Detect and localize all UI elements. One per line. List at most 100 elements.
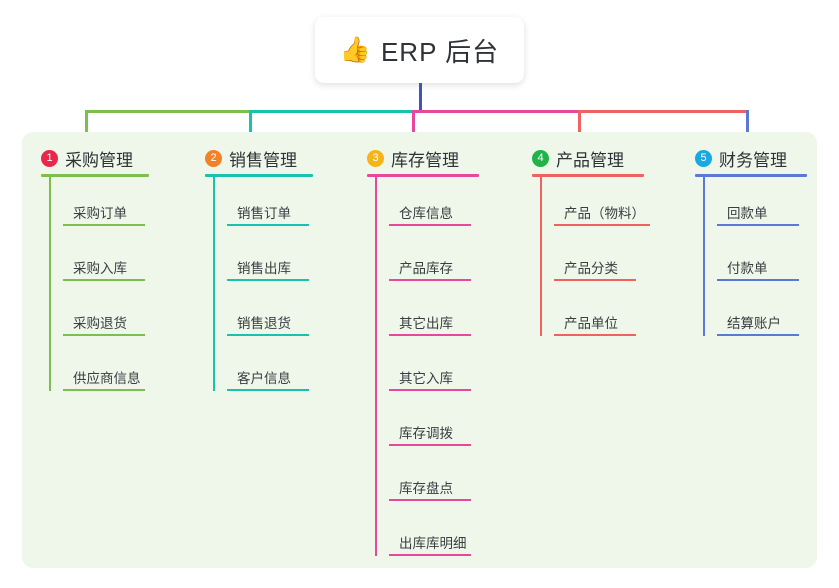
branch-underline <box>41 174 149 177</box>
branch-spine <box>703 174 705 336</box>
branch-item-underline <box>389 499 471 501</box>
branch-item-underline <box>389 389 471 391</box>
branch-item-underline <box>554 334 636 336</box>
bar-segment-1 <box>85 110 252 113</box>
thumbs-up-icon: 👍 <box>339 35 371 64</box>
branch-spine <box>540 174 542 336</box>
branch-item[interactable]: 销售出库 <box>227 257 309 281</box>
branch-title: 产品管理 <box>556 151 624 170</box>
branch-item-underline <box>389 279 471 281</box>
branch-item[interactable]: 付款单 <box>717 257 799 281</box>
branch-item[interactable]: 出库库明细 <box>389 532 471 556</box>
branches-panel <box>22 132 817 568</box>
branch-item[interactable]: 产品（物料） <box>554 202 650 226</box>
branch-item-label: 产品（物料） <box>564 206 645 221</box>
branch-item-underline <box>389 224 471 226</box>
branch-item-underline <box>717 334 799 336</box>
branch-item-underline <box>63 334 145 336</box>
branch-item-label: 仓库信息 <box>399 206 453 221</box>
branch-header-4[interactable]: 4 产品管理 <box>532 146 624 171</box>
branch-drop-line-5 <box>746 110 749 142</box>
branch-item[interactable]: 采购入库 <box>63 257 145 281</box>
branch-item-label: 其它出库 <box>399 316 453 331</box>
branch-item-underline <box>389 444 471 446</box>
branch-number-badge: 5 <box>695 150 712 167</box>
branch-item[interactable]: 库存盘点 <box>389 477 471 501</box>
branch-spine <box>49 174 51 391</box>
branch-underline <box>695 174 807 177</box>
branch-title: 销售管理 <box>229 151 297 170</box>
branch-header-5[interactable]: 5 财务管理 <box>695 146 787 171</box>
branch-item[interactable]: 回款单 <box>717 202 799 226</box>
branch-item-underline <box>554 224 650 226</box>
branch-drop-line-4 <box>578 110 581 142</box>
branch-item-label: 出库库明细 <box>399 536 467 551</box>
branch-item[interactable]: 销售退货 <box>227 312 309 336</box>
branch-item-label: 产品库存 <box>399 261 453 276</box>
root-trunk-line <box>419 83 422 113</box>
branch-item[interactable]: 仓库信息 <box>389 202 471 226</box>
branch-item[interactable]: 产品单位 <box>554 312 636 336</box>
branch-item[interactable]: 采购退货 <box>63 312 145 336</box>
branch-item-label: 采购订单 <box>73 206 127 221</box>
branch-header-3[interactable]: 3 库存管理 <box>367 146 459 171</box>
branch-item[interactable]: 产品库存 <box>389 257 471 281</box>
branch-item-label: 库存盘点 <box>399 481 453 496</box>
branch-title: 财务管理 <box>719 151 787 170</box>
branch-item-underline <box>227 279 309 281</box>
branch-item[interactable]: 其它出库 <box>389 312 471 336</box>
branch-item-label: 客户信息 <box>237 371 291 386</box>
root-title: ERP 后台 <box>380 36 500 67</box>
branch-drop-line-2 <box>249 110 252 142</box>
branch-item-underline <box>227 224 309 226</box>
branch-spine <box>375 174 377 556</box>
branch-title: 采购管理 <box>65 151 133 170</box>
branch-item-label: 回款单 <box>727 206 768 221</box>
branch-item[interactable]: 结算账户 <box>717 312 799 336</box>
branch-underline <box>367 174 479 177</box>
root-node[interactable]: 👍 ERP 后台 <box>315 17 524 83</box>
branch-item-label: 其它入库 <box>399 371 453 386</box>
branch-item[interactable]: 供应商信息 <box>63 367 145 391</box>
bar-segment-3 <box>412 110 581 113</box>
branch-underline <box>205 174 313 177</box>
branch-item-underline <box>227 389 309 391</box>
branch-item-label: 付款单 <box>727 261 768 276</box>
branch-spine <box>213 174 215 391</box>
branch-item-underline <box>63 224 145 226</box>
branch-item[interactable]: 库存调拨 <box>389 422 471 446</box>
branch-number-badge: 4 <box>532 150 549 167</box>
branch-item-underline <box>63 389 145 391</box>
bar-segment-2 <box>249 110 415 113</box>
branch-number-badge: 2 <box>205 150 222 167</box>
branch-number-badge: 3 <box>367 150 384 167</box>
branch-item-label: 结算账户 <box>727 316 781 331</box>
branch-drop-line-3 <box>412 110 415 142</box>
bar-segment-4 <box>578 110 749 113</box>
branch-item-label: 产品分类 <box>564 261 618 276</box>
branch-item[interactable]: 采购订单 <box>63 202 145 226</box>
branch-item-label: 采购退货 <box>73 316 127 331</box>
branch-title: 库存管理 <box>391 151 459 170</box>
branch-header-1[interactable]: 1 采购管理 <box>41 146 133 171</box>
branch-item-label: 采购入库 <box>73 261 127 276</box>
branch-item-label: 供应商信息 <box>73 371 141 386</box>
branch-item-underline <box>717 224 799 226</box>
branch-item[interactable]: 其它入库 <box>389 367 471 391</box>
branch-item-label: 销售订单 <box>237 206 291 221</box>
branch-underline <box>532 174 644 177</box>
branch-drop-line-1 <box>85 110 88 142</box>
branch-item-underline <box>389 554 471 556</box>
branch-number-badge: 1 <box>41 150 58 167</box>
branch-item[interactable]: 产品分类 <box>554 257 636 281</box>
branch-item-underline <box>554 279 636 281</box>
branch-item-underline <box>389 334 471 336</box>
branch-item[interactable]: 客户信息 <box>227 367 309 391</box>
branch-item-underline <box>227 334 309 336</box>
branch-header-2[interactable]: 2 销售管理 <box>205 146 297 171</box>
branch-item-label: 销售出库 <box>237 261 291 276</box>
branch-item-label: 产品单位 <box>564 316 618 331</box>
branch-item[interactable]: 销售订单 <box>227 202 309 226</box>
branch-item-label: 销售退货 <box>237 316 291 331</box>
